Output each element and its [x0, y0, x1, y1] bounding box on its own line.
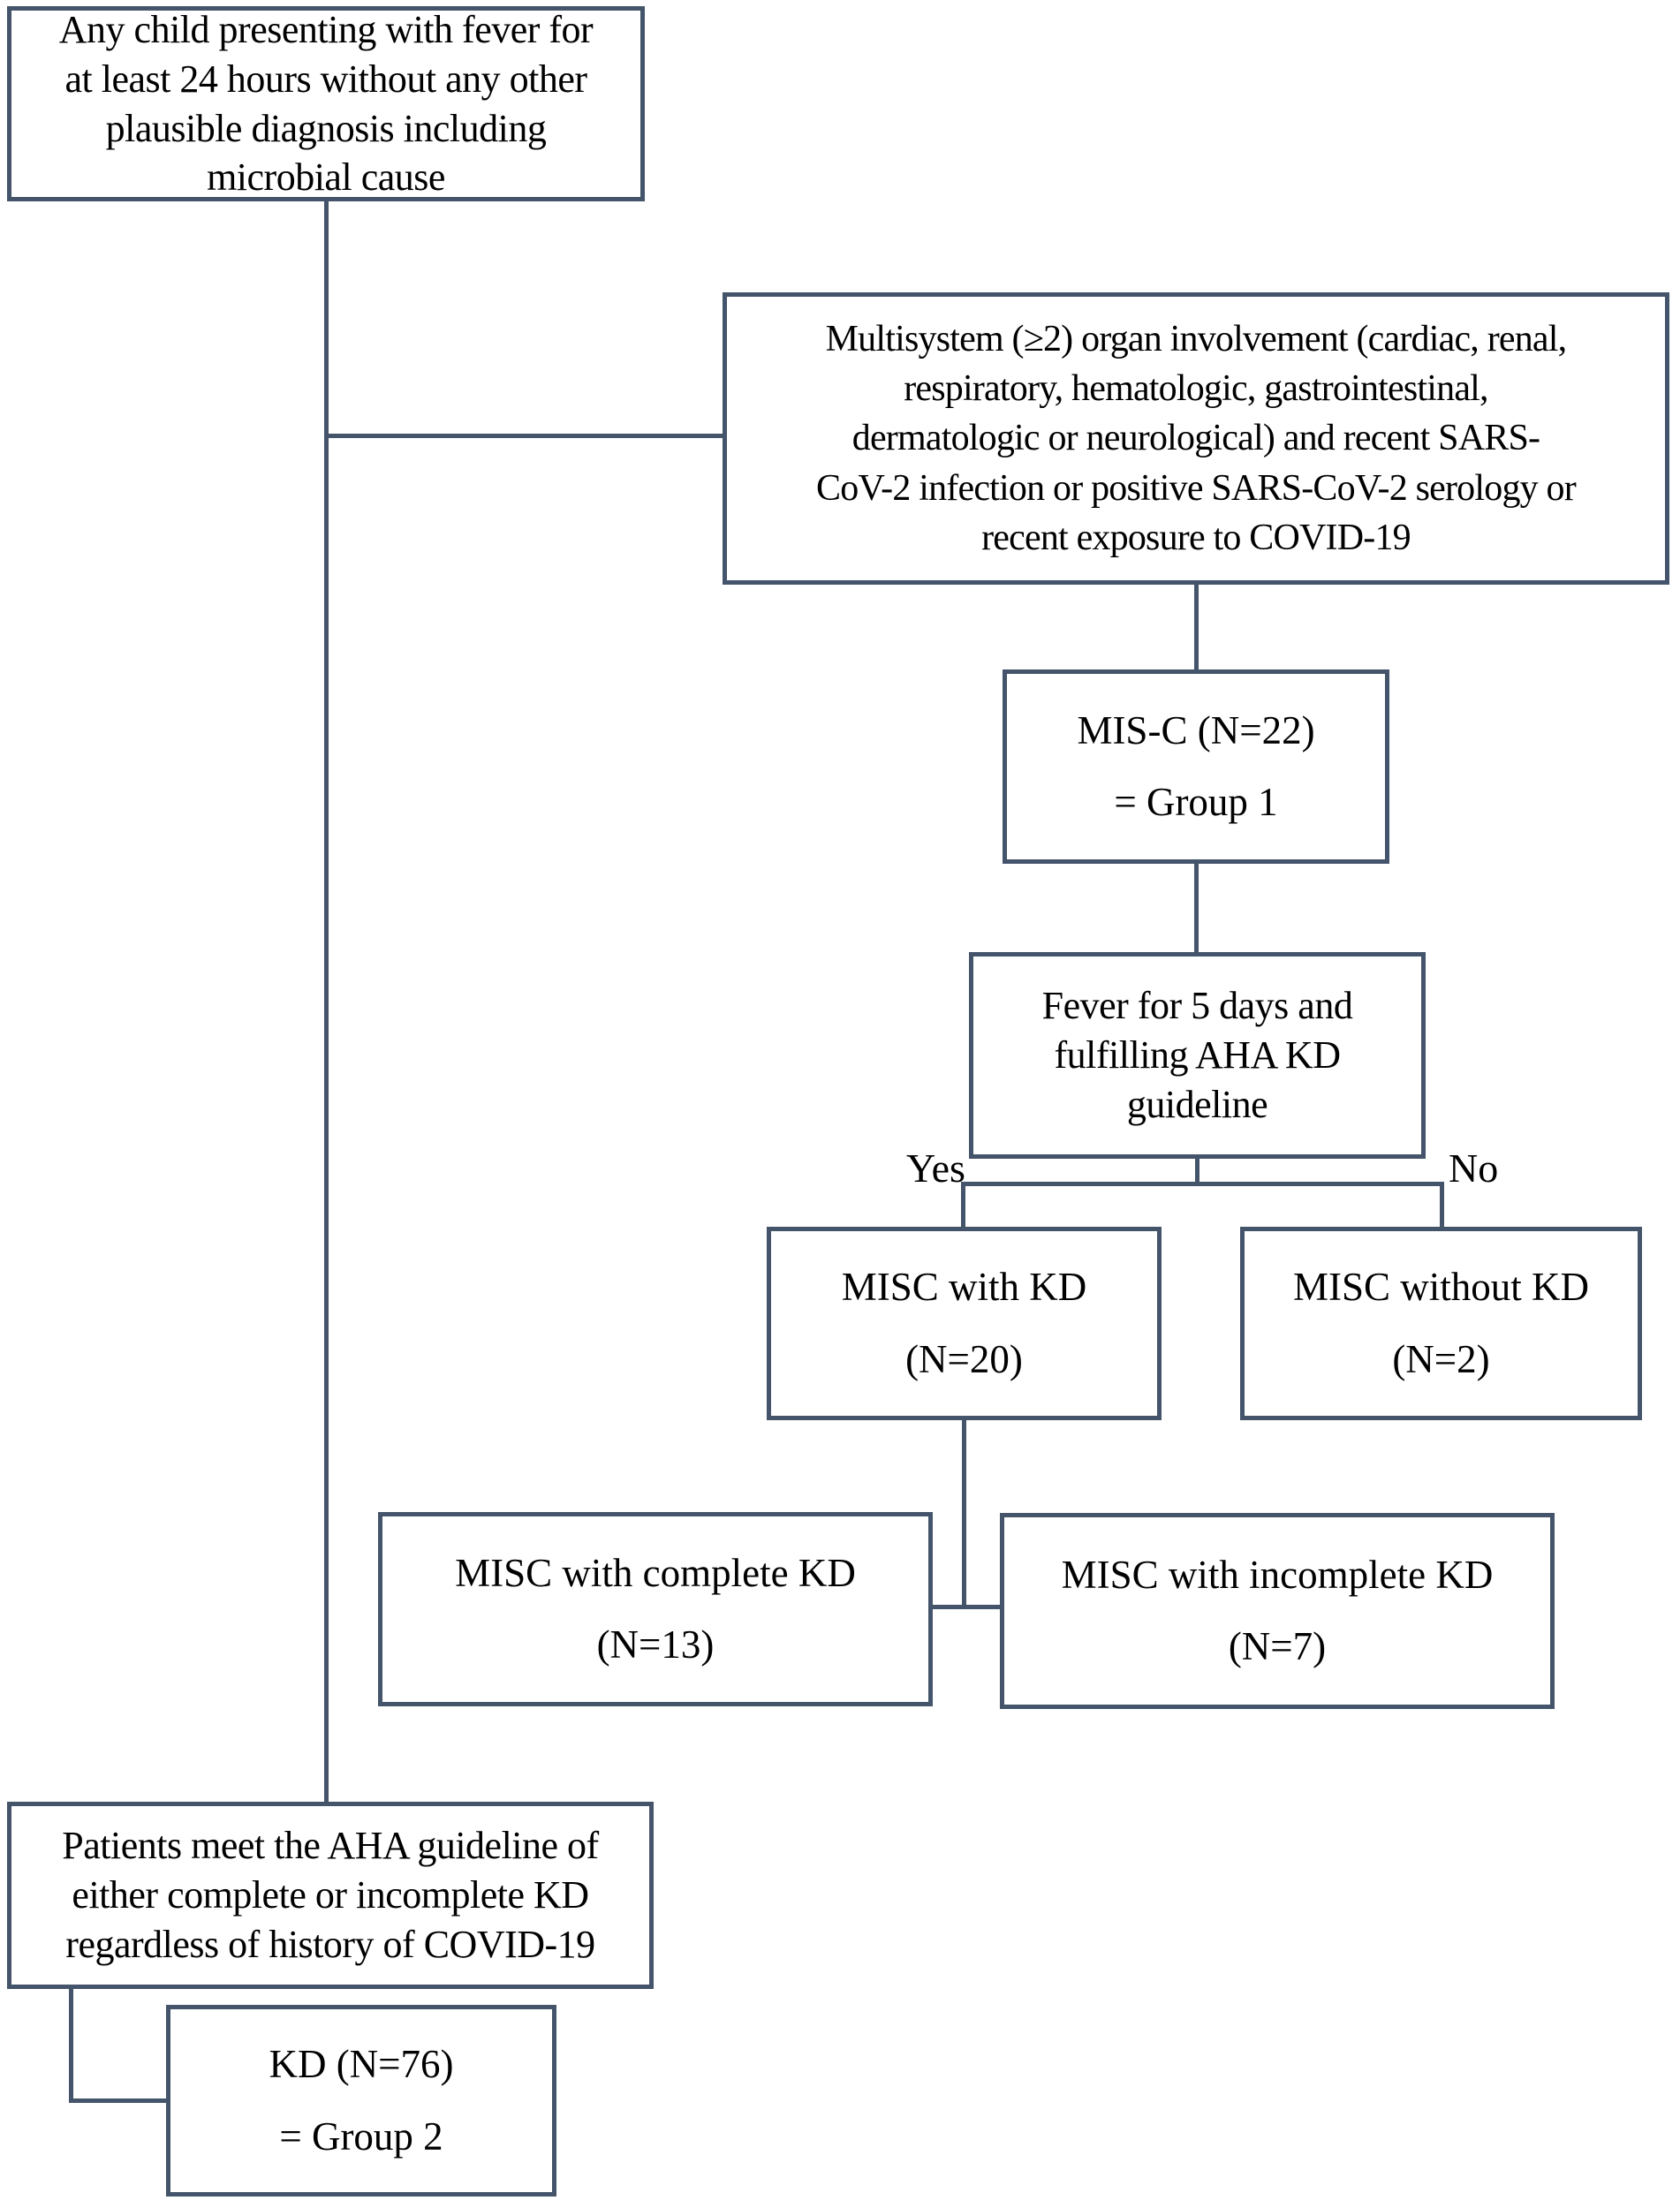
connector-no-drop [1440, 1182, 1444, 1227]
connector-kdcriteria-elbow-v [69, 1989, 73, 2103]
node-misc-incomplete-kd: MISC with incomplete KD (N=7) [1000, 1513, 1555, 1709]
node-kd-group2-title: KD (N=76) [269, 2042, 454, 2086]
connector-fever-to-branch [1195, 1159, 1199, 1183]
connector-misc-to-fever [1194, 864, 1199, 952]
node-fever-aha-guideline: Fever for 5 days and fulfilling AHA KD g… [969, 952, 1426, 1159]
branch-label-yes: Yes [906, 1146, 965, 1191]
node-misc-without-kd-title: MISC without KD [1292, 1265, 1590, 1309]
node-kd-group2-subtitle: = Group 2 [279, 2113, 443, 2159]
node-misc-group1: MIS-C (N=22) = Group 1 [1003, 669, 1389, 864]
connector-yes-drop [961, 1182, 965, 1227]
node-multisystem-text: Multisystem (≥2) organ involvement (card… [816, 318, 1577, 558]
node-misc-without-kd-count: (N=2) [1392, 1336, 1490, 1381]
node-fever-aha-text: Fever for 5 days and fulfilling AHA KD g… [1041, 984, 1353, 1126]
connector-multisystem-to-misc [1194, 585, 1199, 669]
node-misc-without-kd: MISC without KD (N=2) [1240, 1227, 1642, 1420]
node-misc-complete-kd-count: (N=13) [596, 1622, 715, 1667]
node-misc-with-kd-count: (N=20) [905, 1336, 1023, 1381]
node-kd-criteria: Patients meet the AHA guideline of eithe… [7, 1802, 654, 1989]
connector-eligibility-spine [324, 201, 329, 1802]
connector-spine-to-multisystem [324, 434, 723, 438]
node-misc-group1-subtitle: = Group 1 [1114, 780, 1278, 824]
node-eligibility-text: Any child presenting with fever for at l… [58, 7, 594, 200]
connector-withkd-to-split [962, 1420, 966, 1609]
node-misc-with-kd-title: MISC with KD [841, 1265, 1087, 1309]
connector-branch-horizontal [961, 1182, 1444, 1186]
node-misc-incomplete-kd-count: (N=7) [1228, 1624, 1327, 1668]
node-misc-complete-kd-title: MISC with complete KD [455, 1550, 856, 1595]
node-multisystem-criteria: Multisystem (≥2) organ involvement (card… [723, 292, 1669, 585]
node-misc-incomplete-kd-title: MISC with incomplete KD [1061, 1552, 1494, 1597]
node-kd-group2: KD (N=76) = Group 2 [166, 2005, 556, 2197]
connector-split-stub [933, 1605, 1000, 1609]
node-misc-complete-kd: MISC with complete KD (N=13) [378, 1512, 933, 1706]
node-kd-criteria-text: Patients meet the AHA guideline of eithe… [62, 1824, 599, 1966]
connector-kdcriteria-elbow-h [69, 2098, 168, 2103]
node-eligibility-criteria: Any child presenting with fever for at l… [7, 6, 645, 201]
node-misc-with-kd: MISC with KD (N=20) [767, 1227, 1162, 1420]
branch-label-no: No [1449, 1146, 1499, 1191]
node-misc-group1-title: MIS-C (N=22) [1077, 707, 1315, 752]
